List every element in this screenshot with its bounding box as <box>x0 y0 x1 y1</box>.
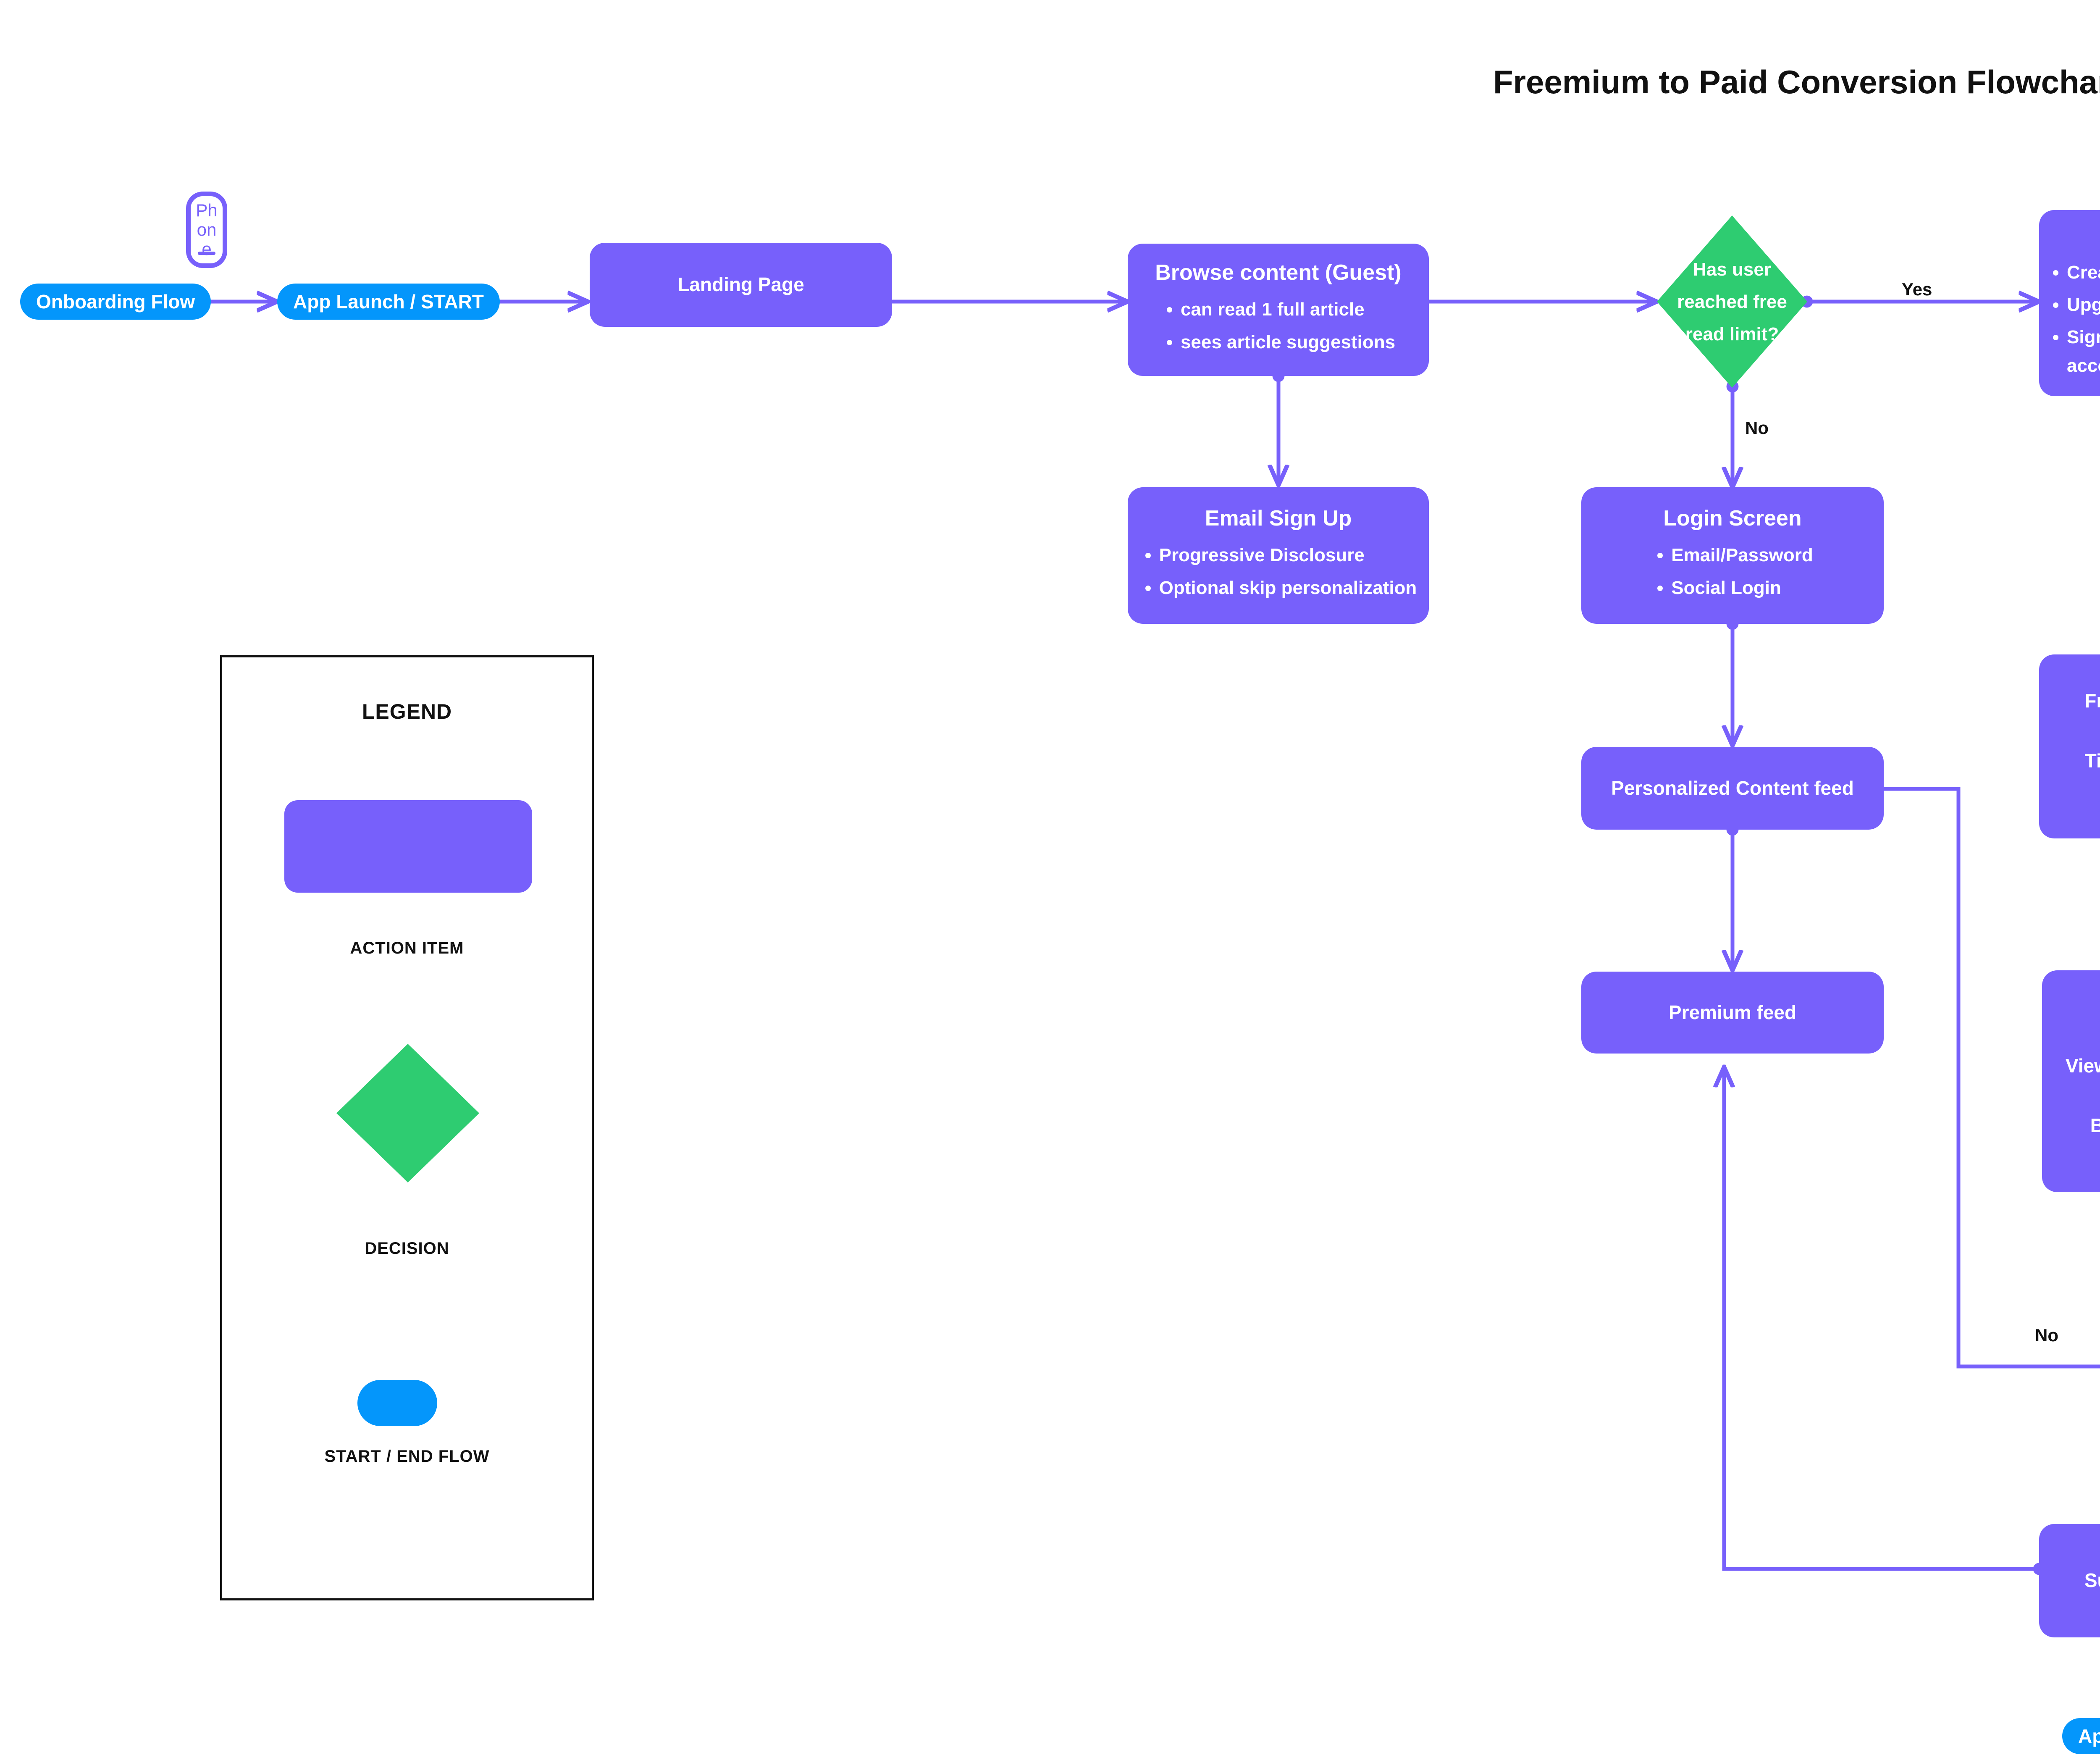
node-bullet-list: can read 1 full article sees article sug… <box>1161 292 1395 360</box>
node-bullet: Email/Password <box>1671 541 1813 570</box>
node-upsell-screen[interactable]: Upsell screen Create Free account Upgrad… <box>2039 210 2100 396</box>
phone-frame-label: Phone <box>196 200 218 259</box>
edge-label-free-limit-no: No <box>1745 418 1769 438</box>
node-personalized-content-feed[interactable]: Personalized Content feed <box>1581 747 1884 830</box>
node-landing-page[interactable]: Landing Page <box>590 243 892 327</box>
node-bullet: Create Free account <box>2067 258 2100 287</box>
node-title: Browse content (Guest) <box>1155 260 1402 285</box>
phone-home-bar <box>198 252 215 255</box>
decision-line-3: read limit? <box>1685 323 1779 344</box>
legend-panel: LEGEND ACTION ITEM DECISION START / END … <box>220 655 594 1600</box>
decision-line-1: Has user <box>1693 259 1771 280</box>
node-subscription-activated[interactable]: Subscription Activated <box>2039 1524 2100 1637</box>
node-line: View, Upgrade, Cancel plan <box>2065 1054 2100 1077</box>
legend-swatch-start-end-flow <box>357 1380 437 1426</box>
decision-line-2: reached free <box>1677 291 1787 312</box>
edge-label-free-limit-yes: Yes <box>1902 279 1932 299</box>
node-line: Tiers with checkmarks <box>2084 749 2100 772</box>
legend-swatch-action-item <box>284 800 532 893</box>
node-title: Email Sign Up <box>1205 506 1352 531</box>
node-label: App Launch / START <box>293 291 484 313</box>
node-bullet: Upgrade To Premium <box>2067 291 2100 319</box>
node-bullet: can read 1 full article <box>1181 295 1395 324</box>
legend-caption-action-item: ACTION ITEM <box>350 939 464 957</box>
node-decision-free-read-limit[interactable]: Has user reached free read limit? <box>1657 215 1807 388</box>
node-bullet: sees article suggestions <box>1181 328 1395 357</box>
node-app-launch-start-end[interactable]: App Launch / START <box>2062 1718 2100 1754</box>
node-label: Personalized Content feed <box>1611 777 1854 799</box>
phone-frame-icon: Phone <box>186 192 227 268</box>
node-upgrade-prompt[interactable]: Upgrade Prompt Freemium vs Premium featu… <box>2039 654 2100 838</box>
node-login-screen[interactable]: Login Screen Email/Password Social Login <box>1581 487 1884 624</box>
legend-caption-decision: DECISION <box>365 1239 449 1258</box>
node-bullet: Optional skip personalization <box>1159 574 1417 602</box>
node-label: App Launch / START <box>2078 1725 2100 1747</box>
node-profile-plan[interactable]: Profile Plan View, Upgrade, Cancel plan … <box>2042 970 2100 1192</box>
edge-label-upgrade-no: No <box>2035 1325 2058 1345</box>
node-title: Login Screen <box>1663 506 1802 531</box>
node-bullet-list: Create Free account Upgrade To Premium S… <box>2050 255 2100 384</box>
node-label: Landing Page <box>677 273 804 296</box>
node-bullet: Sign in if user has already an account <box>2067 323 2100 380</box>
node-bullet-list: Email/Password Social Login <box>1652 537 1813 606</box>
legend-title: LEGEND <box>362 700 452 723</box>
node-premium-feed[interactable]: Premium feed <box>1581 972 1884 1054</box>
node-line: Freemium vs Premium features <box>2084 690 2100 712</box>
node-bullet-list: Progressive Disclosure Optional skip per… <box>1140 537 1417 606</box>
node-app-launch-start[interactable]: App Launch / START <box>277 284 500 320</box>
node-label: Premium feed <box>1668 1001 1797 1023</box>
page-title: Freemium to Paid Conversion Flowchart <box>1493 63 2100 100</box>
node-label: Onboarding Flow <box>36 291 195 313</box>
node-bullet: Progressive Disclosure <box>1159 541 1417 570</box>
node-browse-content[interactable]: Browse content (Guest) can read 1 full a… <box>1128 244 1429 376</box>
legend-swatch-decision <box>336 1044 479 1182</box>
node-onboarding-flow[interactable]: Onboarding Flow <box>20 284 211 320</box>
node-label: Subscription Activated <box>2084 1569 2100 1592</box>
node-line: Billing & Subscription <box>2090 1114 2100 1137</box>
node-label: Has user reached free read limit? <box>1674 253 1790 350</box>
node-email-sign-up[interactable]: Email Sign Up Progressive Disclosure Opt… <box>1128 487 1429 624</box>
node-bullet: Social Login <box>1671 574 1813 602</box>
legend-caption-start-end-flow: START / END FLOW <box>324 1447 490 1466</box>
